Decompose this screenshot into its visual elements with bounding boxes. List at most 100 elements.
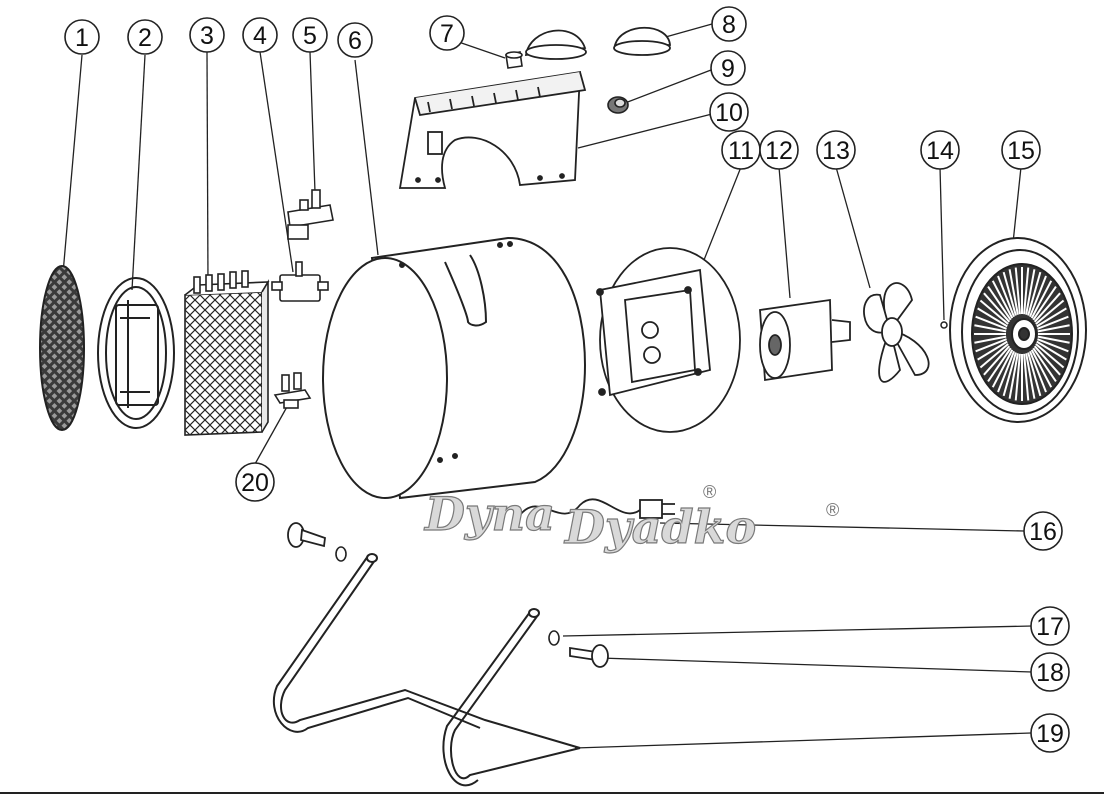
callout-19: 19 xyxy=(1030,713,1070,753)
grille-spoke xyxy=(987,347,1012,382)
watermark-text-back: Dyna xyxy=(423,487,555,541)
grille-spoke xyxy=(1037,315,1069,330)
part-11-motor-bracket xyxy=(596,247,741,433)
svg-text:18: 18 xyxy=(1036,659,1064,687)
grille-spoke xyxy=(1025,353,1036,399)
grille-spoke xyxy=(1037,338,1069,353)
leader-lines xyxy=(61,23,1033,749)
grille-spoke xyxy=(1023,353,1030,401)
svg-text:5: 5 xyxy=(303,22,317,50)
callout-12: 12 xyxy=(759,130,799,170)
part-12-motor xyxy=(759,298,851,382)
callout-16: 16 xyxy=(1023,511,1063,551)
callout-3: 3 xyxy=(189,17,225,53)
grille-spoke xyxy=(983,292,1011,323)
grille-spoke xyxy=(1014,353,1021,401)
svg-text:1: 1 xyxy=(75,24,89,52)
grille-spoke xyxy=(1037,335,1070,344)
svg-text:12: 12 xyxy=(765,137,793,165)
part-1-mesh-grill xyxy=(39,265,85,431)
callout-labels: 1 2 3 4 5 6 7 8 9 10 11 12 13 14 15 16 1… xyxy=(64,6,1070,753)
svg-text:11: 11 xyxy=(728,137,754,165)
callout-4: 4 xyxy=(242,17,278,53)
grille-spoke xyxy=(1032,347,1057,382)
grille-spoke xyxy=(1025,269,1036,315)
watermark-registered-mark-2: ® xyxy=(826,500,839,520)
grille-spoke xyxy=(975,315,1007,330)
part-17-washer-left xyxy=(335,546,347,562)
grille-spoke xyxy=(1002,352,1017,397)
part-16-power-cord xyxy=(519,498,675,519)
grille-spoke xyxy=(997,350,1015,393)
svg-text:3: 3 xyxy=(200,22,214,50)
callout-8: 8 xyxy=(711,6,747,42)
svg-text:8: 8 xyxy=(722,11,736,39)
part-9-grommet xyxy=(607,96,629,114)
grille-spoke xyxy=(987,286,1012,321)
part-20-thermal-cutoff xyxy=(273,372,312,409)
grille-spoke xyxy=(1033,345,1061,376)
grille-spoke xyxy=(1027,352,1042,397)
grille-spoke xyxy=(1002,271,1017,316)
grille-spoke xyxy=(1036,340,1067,361)
svg-text:9: 9 xyxy=(721,55,735,83)
grille-spoke xyxy=(1033,292,1061,323)
grille-spoke xyxy=(1032,286,1057,321)
callout-11: 11 xyxy=(721,130,761,170)
svg-text:14: 14 xyxy=(926,137,954,165)
svg-text:10: 10 xyxy=(715,99,743,127)
grille-spoke xyxy=(1029,350,1047,393)
part-13-fan-blade xyxy=(863,282,930,383)
callout-5: 5 xyxy=(292,17,328,53)
callout-10: 10 xyxy=(709,92,749,132)
part-17-washer xyxy=(548,630,560,646)
callout-1: 1 xyxy=(64,19,100,55)
callout-9: 9 xyxy=(710,50,746,86)
callout-2: 2 xyxy=(127,19,163,55)
part-4-switch xyxy=(271,261,329,302)
part-5-thermostat xyxy=(287,189,334,240)
grille-spoke xyxy=(1030,280,1053,319)
part-10-handle xyxy=(398,70,587,189)
callout-18: 18 xyxy=(1030,652,1070,692)
watermark-text-front: Dyadko xyxy=(563,500,756,554)
grille-spoke xyxy=(983,345,1011,376)
callout-13: 13 xyxy=(816,130,856,170)
callout-7: 7 xyxy=(429,15,465,51)
part-15-rear-grille xyxy=(949,237,1087,423)
grille-spoke xyxy=(997,275,1015,318)
svg-text:7: 7 xyxy=(440,20,454,48)
grille-spoke xyxy=(1029,275,1047,318)
grille-spoke xyxy=(1036,307,1067,328)
svg-text:2: 2 xyxy=(138,24,152,52)
grille-spoke xyxy=(991,349,1014,388)
callout-20: 20 xyxy=(235,462,275,502)
grille-spoke xyxy=(977,340,1008,361)
grille-spoke xyxy=(1008,269,1019,315)
grille-spoke xyxy=(979,343,1009,369)
grille-spoke xyxy=(974,324,1007,333)
svg-text:19: 19 xyxy=(1036,720,1064,748)
grille-spoke xyxy=(979,299,1009,325)
part-3-heating-element xyxy=(184,270,270,436)
grille-spoke xyxy=(1035,343,1065,369)
grille-spoke xyxy=(1035,299,1065,325)
callout-6: 6 xyxy=(337,22,373,58)
svg-text:6: 6 xyxy=(348,27,362,55)
part-14-nut xyxy=(940,321,948,329)
callout-17: 17 xyxy=(1030,606,1070,646)
grille-spoke xyxy=(1023,267,1030,315)
svg-text:17: 17 xyxy=(1036,613,1064,641)
grille-spoke xyxy=(1027,271,1042,316)
grille-spoke xyxy=(1008,353,1019,399)
part-18-bolt-left xyxy=(287,522,326,548)
grille-spoke xyxy=(1014,267,1021,315)
svg-text:20: 20 xyxy=(241,469,269,497)
part-7-pin xyxy=(505,51,523,69)
grille-spoke xyxy=(977,307,1008,328)
watermark-registered-mark-1: ® xyxy=(703,482,716,502)
grille-spoke xyxy=(991,280,1014,319)
svg-text:16: 16 xyxy=(1029,518,1057,546)
grille-spoke xyxy=(974,335,1007,344)
